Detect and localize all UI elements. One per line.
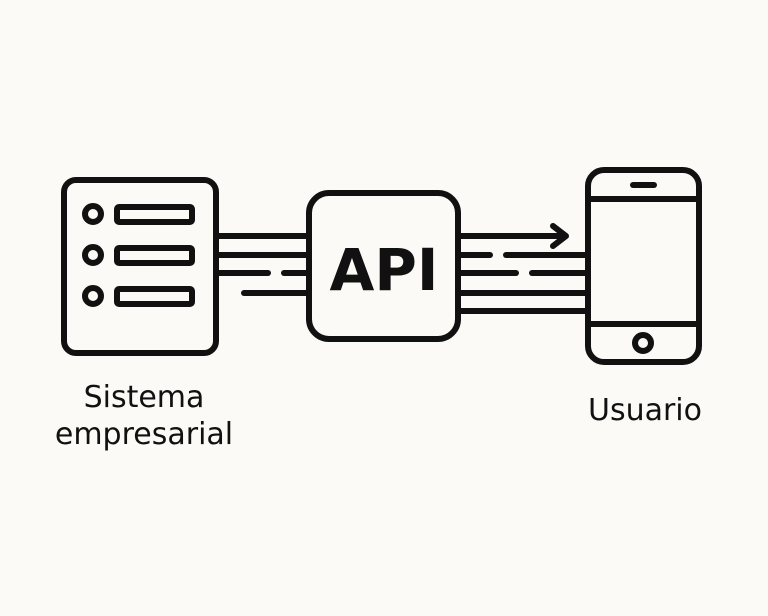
user-label: Usuario [587,393,702,428]
smartphone-icon [585,167,702,365]
connector-system-api [213,233,309,296]
list-bar [114,245,195,266]
system-label: Sistema empresarial [42,379,246,453]
api-node: API [306,190,461,342]
list-bullet [82,285,104,307]
connector-api-user [458,223,588,314]
system-label-line1: Sistema [83,380,205,415]
list-bar [114,204,195,225]
list-bullet [82,203,104,225]
list-bullet [82,244,104,266]
api-box [306,190,461,342]
phone-home-button [632,332,654,354]
api-label: API [330,236,439,304]
server-list-icon [61,177,219,356]
phone-body [585,167,702,365]
list-bar [114,286,195,307]
system-label-line2: empresarial [54,417,234,452]
arrow-head-icon [550,223,569,249]
